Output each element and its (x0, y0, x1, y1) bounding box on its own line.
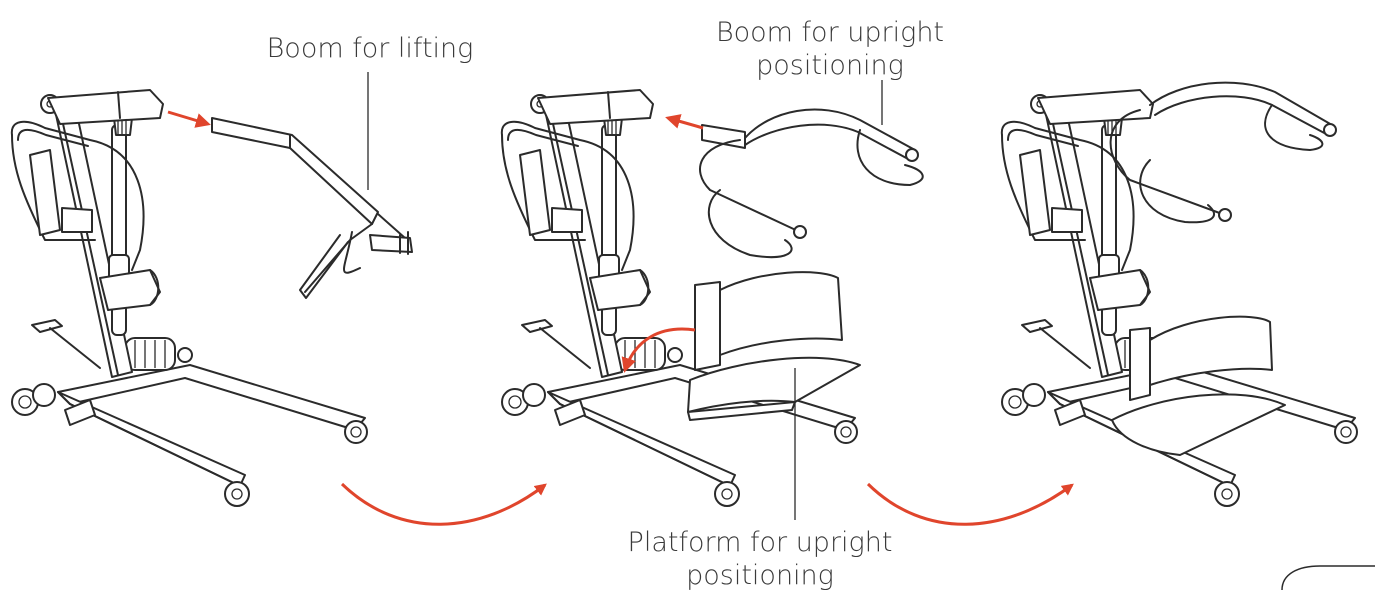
attach-arrow (665, 114, 704, 130)
label-boom-for-lifting: Boom for lifting (266, 33, 474, 64)
platform-icon (687, 271, 861, 421)
lift-step-1 (10, 72, 413, 507)
lift-step-2 (500, 80, 924, 520)
label-boom-for-upright-positioning: Boom for upright positioning (715, 17, 945, 81)
lifting-boom-icon (211, 117, 413, 299)
next-step-arrow (866, 482, 1074, 526)
platform-attach-arrow (621, 327, 696, 373)
next-step-arrow (340, 482, 547, 526)
upright-boom-icon (699, 108, 924, 259)
lift-step-3 (1000, 81, 1358, 507)
label-platform-for-upright-positioning: Platform for upright positioning (627, 527, 893, 591)
page-corner-frame (1281, 565, 1375, 590)
attach-arrow (167, 110, 211, 128)
